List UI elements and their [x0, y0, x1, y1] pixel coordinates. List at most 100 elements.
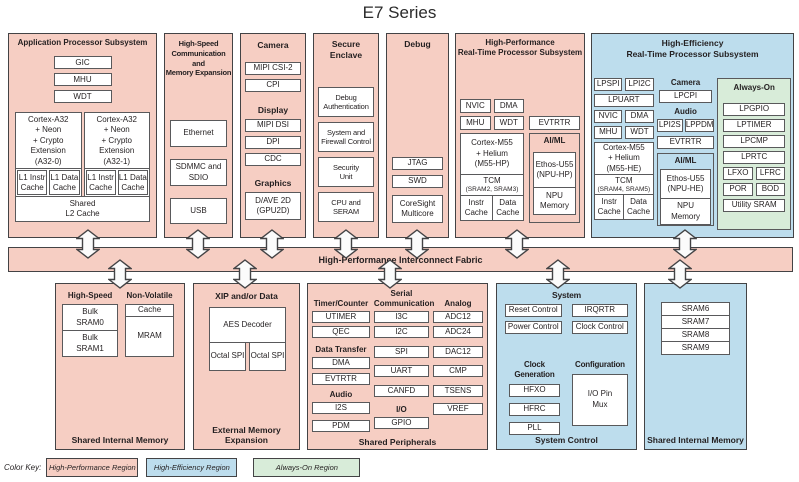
box-lfrc: LFRC: [755, 167, 786, 181]
bidirectional-arrow-icon: [544, 259, 572, 289]
box-clock-control: Clock Control: [571, 320, 628, 334]
box-dma: DMA: [312, 357, 370, 369]
secure-enclave-block: Secure Enclave Debug Authentication Syst…: [313, 33, 379, 238]
display-section-title: Display: [257, 105, 289, 116]
block-footer-title: Shared Internal Memory: [71, 434, 169, 445]
xip-header: XIP and/or Data: [215, 291, 278, 301]
timer-counter-header: Timer/Counter: [313, 299, 369, 308]
he-peripheral-column: Camera LPCPI Audio LPI2S LPPDM EVTRTR AI…: [656, 78, 715, 230]
box-l1-data-cache: L1 Data Cache: [49, 170, 80, 196]
hp-npu-column: EVTRTR AI/ML Ethos-U55 (NPU-HP) NPU Memo…: [529, 99, 580, 223]
box-nvic: NVIC: [594, 110, 623, 124]
serial-communication-header: Serial Communication: [373, 289, 435, 308]
high-performance-rt-subsystem-block: High-Performance Real-Time Processor Sub…: [455, 33, 585, 238]
core-clusters: Cortex-A32 + Neon + Crypto Extension (A3…: [15, 112, 150, 198]
block-title: Debug: [404, 39, 431, 49]
core-name: Cortex-A32 + Neon + Crypto Extension (A3…: [28, 114, 69, 166]
configuration-header: Configuration: [575, 359, 625, 369]
box-data-cache: Data Cache: [623, 194, 654, 221]
box-shared-l2-cache: Shared L2 Cache: [15, 196, 150, 223]
box-cortex-m55-hp: Cortex-M55 + Helium (M55-HP): [460, 132, 524, 175]
box-por: POR: [723, 183, 753, 197]
box-cdc: CDC: [245, 153, 301, 167]
bidirectional-arrow-icon: [184, 229, 212, 259]
non-volatile-memory-column: Non-Volatile Cache MRAM: [125, 291, 174, 357]
bidirectional-arrow-icon: [666, 259, 694, 289]
box-power-control: Power Control: [505, 320, 562, 334]
aiml-container: AI/ML Ethos-U55 (NPU-HE) NPU Memory: [656, 153, 715, 227]
block-title: High-Speed Communication and Memory Expa…: [165, 39, 232, 78]
box-cmp: CMP: [432, 365, 483, 377]
legend-always-on-region: Always-On Region: [253, 458, 361, 477]
block-title: High-Efficiency Real-Time Processor Subs…: [626, 38, 759, 60]
color-key-label: Color Key:: [4, 463, 42, 472]
box-dma: DMA: [625, 110, 654, 124]
box-evtrtr: EVTRTR: [312, 373, 370, 385]
box-lptimer: LPTIMER: [723, 119, 785, 133]
analog-column: Analog ADC12 ADC24 DAC12 CMP TSENS VREF: [432, 289, 483, 432]
box-cpu-seram: CPU and SERAM: [318, 192, 374, 223]
box-lppdm: LPPDM: [684, 119, 715, 133]
box-bulk-sram1: Bulk SRAM1: [62, 330, 119, 357]
box-irqrtr: IRQRTR: [571, 303, 628, 317]
box-usb: USB: [170, 198, 227, 224]
clock-generation-column: Clock Generation HFXO HFRC PLL: [505, 360, 564, 435]
box-data-cache: Data Cache: [491, 194, 524, 221]
box-wdt: WDT: [625, 126, 654, 140]
box-i2s: I2S: [312, 402, 370, 414]
box-vref: VREF: [432, 403, 483, 415]
always-on-container: Always-On LPGPIO LPTIMER LPCMP LPRTC LFX…: [717, 78, 791, 231]
box-cpi: CPI: [245, 79, 301, 93]
non-volatile-header: Non-Volatile: [126, 291, 173, 300]
clock-generation-header: Clock Generation: [514, 359, 555, 379]
box-pll: PLL: [509, 421, 560, 435]
graphics-section-title: Graphics: [254, 178, 292, 189]
page-title: E7 Series: [362, 3, 437, 22]
box-security-unit: Security Unit: [318, 157, 374, 188]
box-tcm-hp: TCM (SRAM2, SRAM3): [460, 173, 524, 196]
box-wdt: WDT: [53, 90, 112, 104]
box-mipi-csi-2: MIPI CSI-2: [245, 62, 301, 76]
box-ethos-u55-he: Ethos-U55 (NPU-HE): [659, 169, 712, 200]
box-tcm-he: TCM (SRAM4, SRAM5): [594, 174, 654, 196]
hp-cpu-column: NVIC DMA MHU WDT Cortex-M55 + Helium (M5…: [460, 98, 524, 223]
box-canfd: CANFD: [373, 385, 429, 397]
legend-high-performance-region: High-Performance Region: [46, 458, 139, 477]
box-i2c: I2C: [373, 326, 429, 338]
box-utimer: UTIMER: [312, 311, 370, 323]
high-speed-memory-column: High-Speed Bulk SRAM0 Bulk SRAM1: [62, 291, 119, 357]
box-sram6: SRAM6: [661, 302, 730, 316]
box-octal-spi-1: Octal SPI: [209, 341, 246, 371]
box-npu-memory: NPU Memory: [533, 186, 576, 215]
camera-display-graphics-block: Camera MIPI CSI-2 CPI Display MIPI DSI D…: [240, 33, 306, 238]
box-l1-instr-cache: L1 Instr Cache: [85, 170, 116, 196]
box-dave-2d-gpu2d: D/AVE 2D (GPU2D): [245, 192, 301, 221]
box-nvic: NVIC: [460, 98, 491, 113]
box-coresight-multicore: CoreSight Multicore: [392, 195, 443, 224]
bidirectional-arrow-icon: [376, 259, 404, 289]
camera-section-title: Camera: [257, 40, 289, 50]
box-instr-cache: Instr Cache: [594, 194, 625, 221]
box-sram9: SRAM9: [661, 341, 730, 355]
configuration-column: Configuration I/O Pin Mux: [571, 359, 628, 435]
system-header: System: [551, 290, 582, 300]
box-system-firewall-control: System and Firewall Control: [318, 122, 374, 153]
bidirectional-arrow-icon: [332, 229, 360, 259]
fabric-label: High-Performance Interconnect Fabric: [318, 254, 483, 265]
analog-header: Analog: [444, 299, 472, 308]
box-lpgpio: LPGPIO: [723, 103, 785, 117]
box-cortex-m55-he: Cortex-M55 + Helium (M55-HE): [594, 142, 654, 176]
tcm-label: TCM: [615, 175, 633, 185]
aiml-title: AI/ML: [543, 135, 566, 145]
box-swd: SWD: [392, 175, 443, 189]
bidirectional-arrow-icon: [74, 229, 102, 259]
box-dpi: DPI: [245, 136, 301, 150]
io-header: I/O: [396, 405, 407, 414]
he-always-on-column: Always-On LPGPIO LPTIMER LPCMP LPRTC LFX…: [717, 78, 791, 231]
shared-peripherals-block: Timer/Counter UTIMER QEC Data Transfer D…: [307, 283, 488, 450]
box-lpcpi: LPCPI: [658, 90, 713, 104]
bidirectional-arrow-icon: [671, 229, 699, 259]
box-mram: MRAM: [125, 316, 174, 357]
aiml-title: AI/ML: [674, 156, 697, 166]
